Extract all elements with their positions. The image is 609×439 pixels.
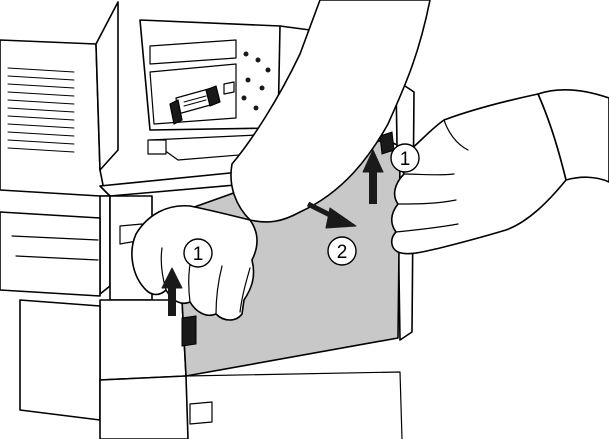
- step-marker-left-1-label: 1: [193, 244, 204, 265]
- right-hand-fingers: [395, 119, 469, 233]
- left-up-arrow: [161, 267, 183, 316]
- printer-upper-left-wall: [0, 39, 111, 197]
- pull-out-arrow: [306, 201, 357, 229]
- interface-connector: [169, 85, 221, 125]
- vent-grille: [7, 67, 75, 153]
- step-marker-left-1: 1: [183, 238, 213, 268]
- panel-ports: [241, 51, 271, 111]
- right-up-arrow: [362, 149, 384, 204]
- step-marker-2-label: 2: [337, 242, 348, 263]
- hands: [131, 0, 609, 321]
- printer-upper-front: [95, 1, 119, 171]
- rear-cover-tab-left: [181, 315, 197, 347]
- bottom-base: [19, 299, 101, 421]
- printer-body: [0, 1, 415, 439]
- base-handle: [189, 401, 213, 425]
- left-arm: [230, 0, 431, 223]
- floor-line: [185, 371, 403, 439]
- usb-port: [223, 81, 235, 95]
- printer-left-plinth: [0, 211, 101, 297]
- step-arrows: [161, 149, 384, 316]
- step-marker-right-1-label: 1: [400, 149, 411, 170]
- lower-cassette-1-side: [99, 195, 111, 295]
- interface-card-slot: [149, 39, 237, 65]
- step-marker-2: 2: [327, 236, 357, 266]
- step-marker-right-1: 1: [390, 143, 420, 173]
- plinth-ledge: [11, 235, 99, 261]
- step-markers: 1 1 2: [183, 143, 420, 268]
- bottom-base-front: [99, 375, 189, 439]
- latch-left: [147, 139, 167, 155]
